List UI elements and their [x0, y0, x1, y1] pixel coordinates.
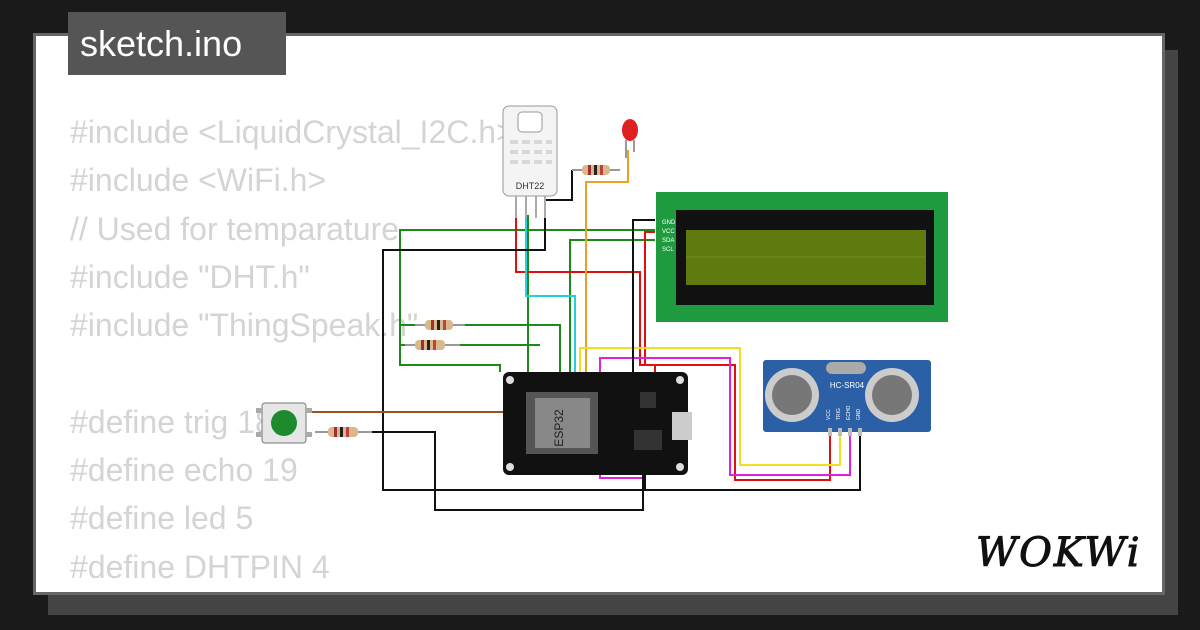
- wire-black: [632, 219, 655, 372]
- lcd-pin-gnd: GND: [662, 220, 676, 226]
- wire-black: [645, 432, 861, 491]
- sr04-pin-echo: ECHO: [846, 405, 852, 420]
- sr04-pin-vcc: VCC: [826, 409, 832, 420]
- esp32-label: ESP32: [552, 409, 566, 447]
- wokwi-logo: WOKWi: [976, 530, 1142, 577]
- wire-green: [569, 239, 655, 372]
- resistor: [572, 165, 620, 175]
- wokwi-logo-text: WOKWi: [976, 530, 1142, 576]
- lcd-display: GND VCC SDA SCL: [656, 192, 948, 322]
- wire-red: [515, 215, 656, 372]
- code-line: #include <LiquidCrystal_I2C.h>: [70, 114, 515, 150]
- file-tab[interactable]: sketch.ino: [68, 12, 286, 75]
- lcd-pin-scl: SCL: [662, 247, 674, 253]
- hc-sr04-sensor: HC-SR04 VCC TRIG ECHO GND: [763, 360, 931, 436]
- code-line: #include "DHT.h": [70, 258, 310, 295]
- wire-cyan: [525, 215, 576, 372]
- lcd-pin-sda: SDA: [662, 238, 674, 244]
- code-line: #define echo 19: [70, 452, 298, 489]
- wire-black: [382, 215, 646, 491]
- dht22-label: DHT22: [516, 181, 545, 191]
- push-button[interactable]: [256, 402, 312, 444]
- red-led: [622, 119, 638, 158]
- wire-red: [644, 231, 655, 365]
- preview-card: #include <LiquidCrystal_I2C.h> #include <…: [33, 33, 1165, 595]
- resistor: [415, 320, 465, 330]
- resistor: [315, 427, 372, 437]
- sr04-pin-trig: TRIG: [836, 408, 842, 420]
- esp32-board: ESP32: [503, 372, 692, 475]
- sr04-pin-gnd: GND: [856, 409, 862, 421]
- code-line: #define led 5: [70, 500, 254, 537]
- code-line: #include "ThingSpeak.h": [70, 307, 419, 344]
- resistor: [405, 340, 460, 350]
- code-preview: #include <LiquidCrystal_I2C.h> #include <…: [70, 108, 515, 591]
- wire-magenta: [599, 357, 851, 476]
- code-line: #define DHTPIN 4: [70, 548, 330, 585]
- hc-sr04-label: HC-SR04: [830, 381, 865, 390]
- wire-orange: [585, 150, 629, 372]
- code-line: #include <WiFi.h>: [70, 162, 327, 199]
- code-line: // Used for temparature: [70, 210, 400, 247]
- wire-black: [545, 170, 573, 201]
- dht22-sensor: DHT22: [502, 105, 558, 218]
- wire-yellow: [579, 347, 841, 466]
- wire-black: [370, 431, 644, 511]
- lcd-pin-vcc: VCC: [662, 229, 675, 235]
- wire-green: [399, 229, 655, 372]
